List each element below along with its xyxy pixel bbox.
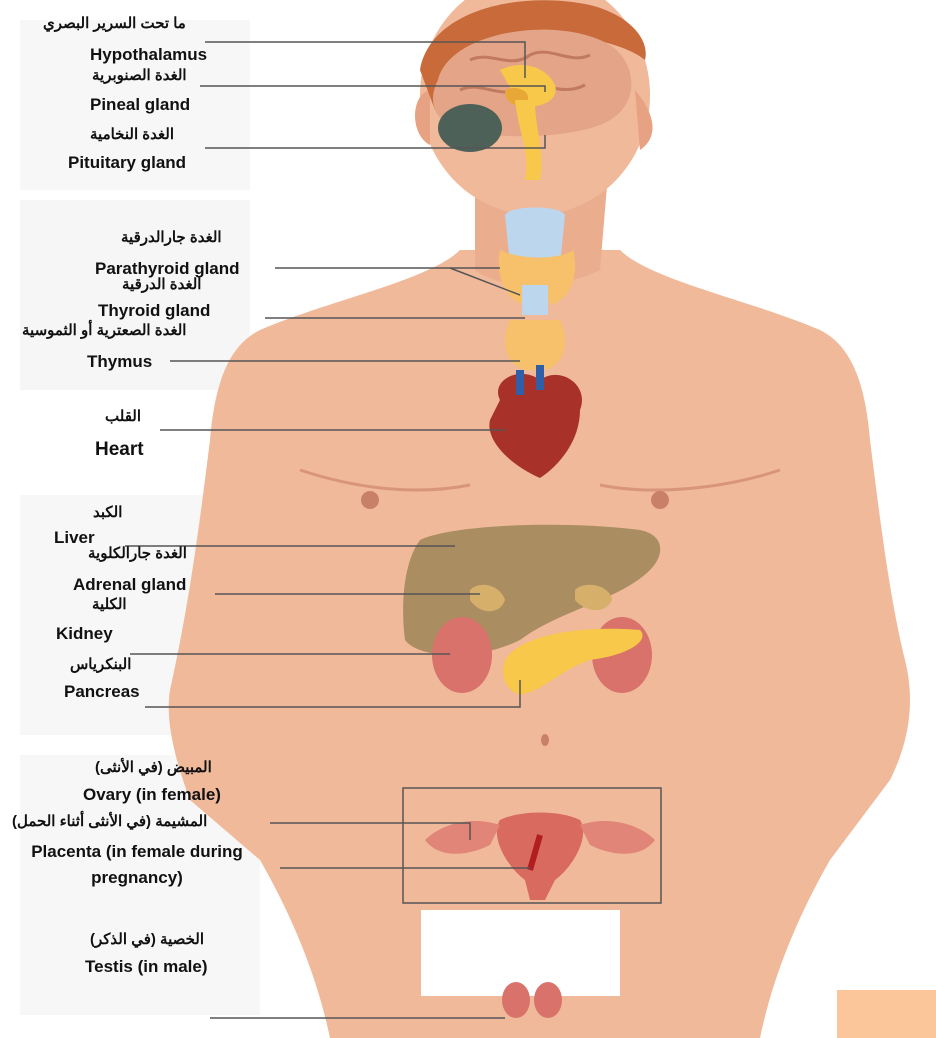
label-placenta-en-line1: Placenta (in female during [4,839,270,865]
label-adrenal-ar: الغدة جارالكلوية [88,546,187,561]
label-kidney-ar: الكلية [92,597,127,612]
label-thymus-ar: الغدة الصعترية أو الثموسية [22,323,186,338]
nipple [361,491,379,509]
label-pituitary-ar: الغدة النخامية [90,127,174,142]
testis-left [502,982,530,1018]
label-testis-ar: الخصية (في الذكر) [90,932,204,947]
label-liver-ar: الكبد [93,505,122,520]
label-pituitary-en: Pituitary gland [68,154,186,171]
label-adrenal-en: Adrenal gland [73,576,186,593]
kidney-left [432,617,492,693]
label-heart-ar: القلب [105,409,141,424]
label-heart-en: Heart [95,440,144,459]
label-ovary-ar: المبيض (في الأنثى) [95,760,212,775]
label-thymus-en: Thymus [87,353,152,370]
label-pancreas-en: Pancreas [64,683,140,700]
label-pancreas-ar: البنكرياس [70,657,131,672]
ear [415,90,430,145]
label-pineal-en: Pineal gland [90,96,190,113]
highlight-box [837,990,936,1038]
label-placenta-en: Placenta (in female during pregnancy) [4,839,270,891]
label-ovary-en: Ovary (in female) [83,786,221,803]
label-placenta-ar: المشيمة (في الأنثى أثناء الحمل) [12,814,207,829]
label-hypothalamus-ar: ما تحت السرير البصري [43,16,186,31]
trachea [522,285,548,315]
label-parathyroid-en: Parathyroid gland [95,260,240,277]
cerebellum [438,104,502,152]
navel [541,734,549,746]
label-thyroid-en: Thyroid gland [98,302,210,319]
label-testis-en: Testis (in male) [85,958,208,975]
label-parathyroid-ar: الغدة جارالدرقية [121,230,222,245]
label-thyroid-ar: الغدة الدرقية [122,277,201,292]
testis-right [534,982,562,1018]
label-pineal-ar: الغدة الصنوبرية [92,68,187,83]
thymus-gland [505,320,565,370]
label-placenta-en-line2: pregnancy) [4,865,270,891]
label-hypothalamus-en: Hypothalamus [90,46,207,63]
label-liver-en: Liver [54,529,95,546]
label-kidney-en: Kidney [56,625,113,642]
nipple [651,491,669,509]
